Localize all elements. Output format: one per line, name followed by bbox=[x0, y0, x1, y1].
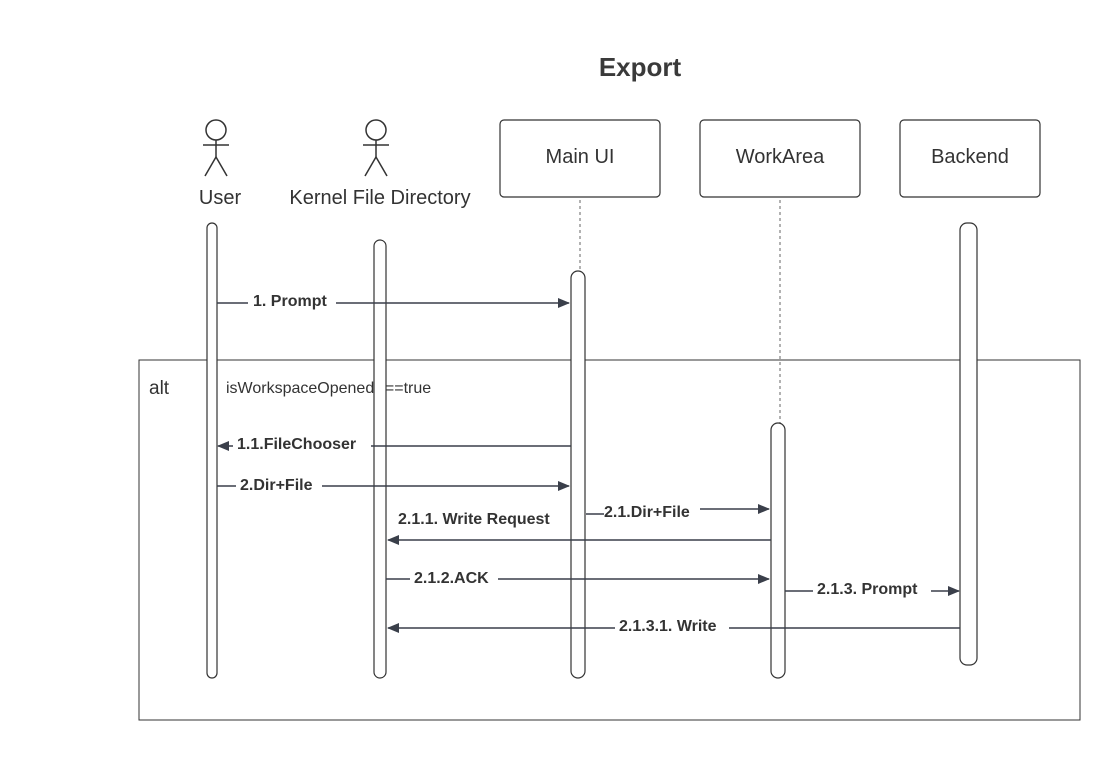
activation-bar-workarea bbox=[770, 422, 786, 679]
message-label: 1.1.FileChooser bbox=[237, 436, 356, 453]
message-2-1-2-ack: 2.1.2.ACK bbox=[386, 567, 770, 587]
stick-figure-icon bbox=[203, 119, 229, 177]
diagram-title: Export bbox=[599, 52, 682, 82]
participant-label-main-ui: Main UI bbox=[546, 146, 615, 168]
stick-figure-icon bbox=[363, 119, 389, 177]
message-label: 1. Prompt bbox=[253, 293, 327, 310]
message-2-1-1-write-request: 2.1.1. Write Request bbox=[387, 511, 771, 545]
message-1-1-filechooser: 1.1.FileChooser bbox=[217, 433, 571, 453]
actor-kernel-file-directory: Kernel File Directory bbox=[289, 119, 471, 209]
actor-label-user: User bbox=[199, 187, 242, 209]
message-2-1-dir-file: 2.1.Dir+File bbox=[586, 504, 770, 521]
message-1-prompt: 1. Prompt bbox=[217, 290, 570, 310]
message-label: 2.Dir+File bbox=[240, 477, 313, 494]
participant-main-ui: Main UI bbox=[499, 119, 661, 198]
message-label: 2.1.2.ACK bbox=[414, 570, 489, 587]
actor-user: User bbox=[199, 119, 242, 209]
activation-bar-backend bbox=[959, 222, 978, 666]
activation-bar-kernel-file-directory bbox=[373, 239, 387, 679]
activation-bar-user bbox=[206, 222, 218, 679]
message-2-1-3-1-write: 2.1.3.1. Write bbox=[387, 615, 960, 635]
participant-label-workarea: WorkArea bbox=[736, 146, 825, 168]
message-2-1-3-prompt: 2.1.3. Prompt bbox=[785, 578, 960, 598]
activation-bar-main-ui bbox=[570, 270, 586, 679]
message-label: 2.1.1. Write Request bbox=[398, 511, 550, 528]
participant-backend: Backend bbox=[899, 119, 1041, 198]
message-label: 2.1.3. Prompt bbox=[817, 581, 918, 598]
message-label: 2.1.3.1. Write bbox=[619, 618, 717, 635]
participant-label-backend: Backend bbox=[931, 146, 1009, 168]
alt-operator-label: alt bbox=[149, 378, 170, 399]
participant-workarea: WorkArea bbox=[699, 119, 861, 198]
message-2-dir-file: 2.Dir+File bbox=[217, 474, 570, 494]
actor-label-kernel-file-directory: Kernel File Directory bbox=[289, 187, 470, 209]
alt-guard-condition: isWorkspaceOpened()==true bbox=[226, 380, 431, 397]
message-label: 2.1.Dir+File bbox=[604, 504, 690, 521]
